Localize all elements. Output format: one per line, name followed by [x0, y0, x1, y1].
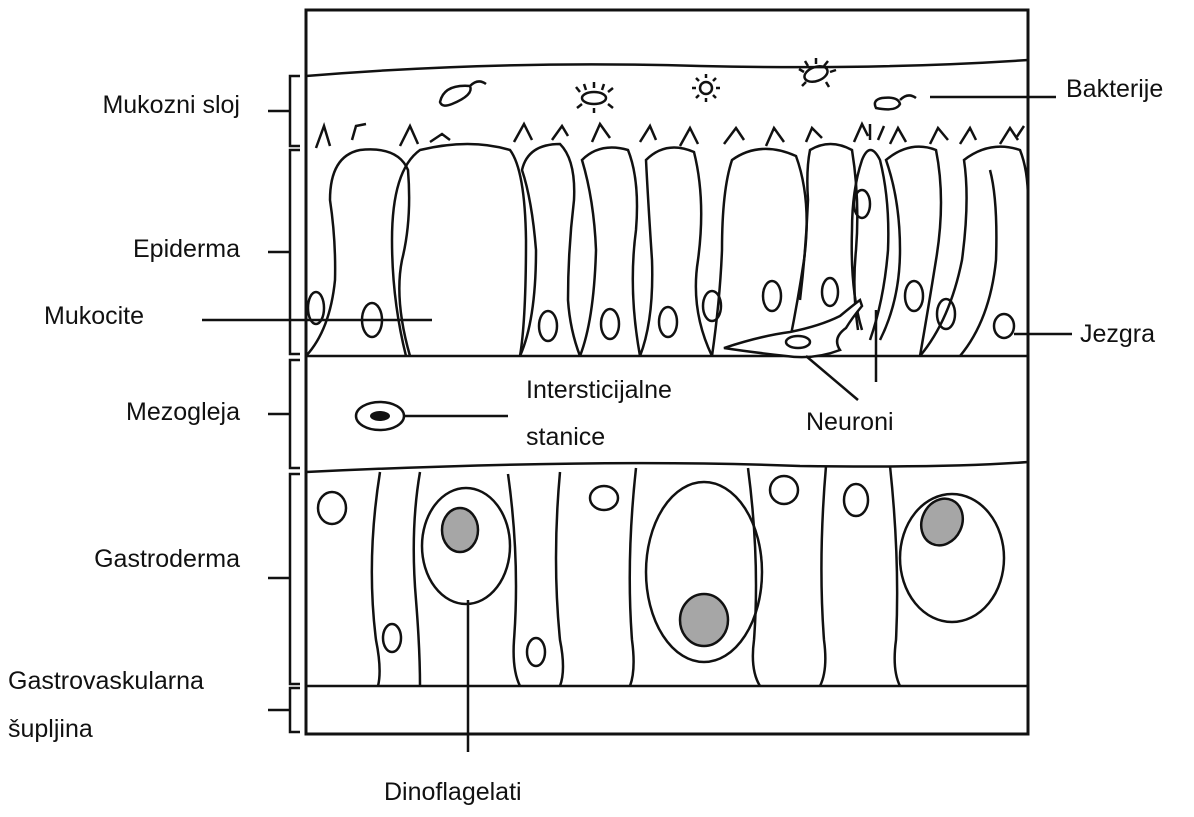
- bacterium-5: [875, 95, 916, 109]
- bacterium-3: [700, 82, 712, 94]
- nucleus: [822, 278, 838, 306]
- dinoflagellate: [914, 492, 971, 552]
- label-epidermis: Epiderma: [133, 235, 240, 263]
- epidermis-cell-4: [580, 148, 640, 356]
- epidermis-nuclei: [308, 190, 1014, 341]
- epidermis-cell-7: [800, 144, 858, 330]
- diagram-frame: [306, 10, 1028, 734]
- label-mucus-layer: Mukozni sloj: [102, 91, 240, 119]
- gastro-cell-border: [372, 472, 380, 686]
- gastrodermis-nuclei: [318, 476, 868, 666]
- label-nucleus: Jezgra: [1080, 320, 1155, 348]
- label-neurons: Neuroni: [806, 408, 894, 436]
- bracket-mesoglea: [268, 360, 300, 468]
- epidermis-cell-3: [520, 144, 580, 356]
- dinoflagellate: [442, 508, 478, 552]
- label-mucocytes: Mukocite: [44, 302, 144, 330]
- nucleus: [383, 624, 401, 652]
- bracket-epidermis: [268, 150, 300, 354]
- label-gastrovascular-line1: Gastrovaskularna: [8, 667, 204, 695]
- gastro-cell-border: [508, 474, 520, 686]
- epidermis-cell-1: [306, 149, 410, 356]
- gastro-cell-border: [556, 472, 563, 686]
- leader-neuron-1: [806, 356, 858, 400]
- nucleus: [590, 486, 618, 510]
- bacterium-3-cilia: [692, 74, 720, 102]
- gastrodermis-cells: [372, 466, 1004, 686]
- apical-spikes: [316, 124, 1024, 148]
- nucleus: [763, 281, 781, 311]
- label-interstitial-line2: stanice: [526, 423, 605, 451]
- nucleus: [601, 309, 619, 339]
- mucus-top-boundary: [306, 60, 1028, 76]
- bracket-gastrodermis: [268, 474, 300, 684]
- label-mesoglea: Mezogleja: [126, 398, 240, 426]
- dinoflagellates: [442, 492, 970, 646]
- gastro-cell-border: [890, 466, 900, 686]
- gastro-cell-border: [820, 466, 826, 686]
- bracket-mucus: [268, 76, 300, 146]
- nucleus: [844, 484, 868, 516]
- bracket-gastrovascular: [268, 688, 300, 732]
- gastro-cell-border: [748, 468, 760, 686]
- bacterium-1: [440, 81, 486, 105]
- nucleus: [905, 281, 923, 311]
- label-interstitial-line1: Intersticijalne: [526, 376, 672, 404]
- nucleus: [770, 476, 798, 504]
- mucocyte-large: [392, 144, 526, 356]
- epidermis-cell-6: [712, 149, 807, 356]
- label-bacteria: Bakterije: [1066, 75, 1163, 103]
- bacterium-2: [582, 92, 606, 104]
- bacterium-4-cilia: [799, 58, 836, 87]
- nucleus: [659, 307, 677, 337]
- dinoflagellate: [680, 594, 728, 646]
- nucleus: [539, 311, 557, 341]
- epidermis-cell-9: [880, 147, 941, 356]
- label-gastrodermis: Gastroderma: [94, 545, 240, 573]
- nucleus: [527, 638, 545, 666]
- layer-brackets: [268, 76, 300, 732]
- gastro-cell-border: [414, 472, 420, 686]
- label-gastrovascular-line2: šupljina: [8, 715, 93, 743]
- nucleus: [318, 492, 346, 524]
- label-dinoflagellates: Dinoflagelati: [384, 778, 522, 806]
- gastro-cell-border: [630, 468, 636, 686]
- interstitial-cell-nucleus: [370, 411, 390, 421]
- gastrodermis-top-line: [306, 462, 1028, 472]
- nucleus: [994, 314, 1014, 338]
